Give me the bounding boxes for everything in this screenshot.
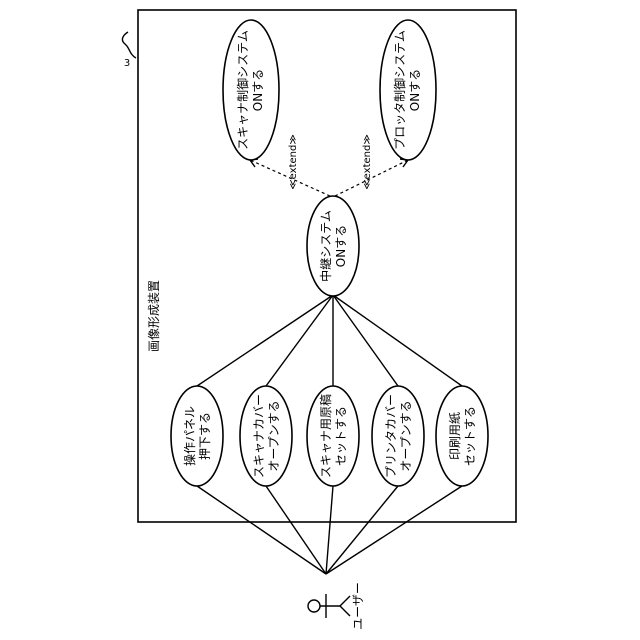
use-case-label-line1: 操作パネル: [182, 406, 197, 466]
use-case-ellipse: [436, 386, 488, 486]
use-case-scanner-control: スキャナ制御システム ONする: [223, 20, 279, 160]
use-case-label-line2: オープンする: [399, 400, 413, 471]
use-case-ellipse: [307, 196, 359, 296]
association-line: [197, 486, 326, 574]
reference-number: 3: [124, 58, 130, 69]
use-case-relay: 中継システム ONする: [307, 196, 359, 296]
association-line: [333, 295, 462, 386]
use-case-label-line2: ONする: [251, 69, 265, 111]
association-line: [266, 486, 326, 574]
extend-label-scanner: ≪extend≫: [288, 134, 299, 190]
actor-leg: [340, 606, 350, 616]
use-case-printer-cover: プリンタカバー オープンする: [372, 386, 424, 486]
use-case-label-line1: 印刷用紙: [447, 412, 462, 460]
association-line: [326, 486, 398, 574]
association-line: [266, 295, 333, 386]
actor-head-icon: [308, 600, 320, 612]
use-case-label-line1: プロッタ制御システム: [392, 30, 407, 150]
association-line: [326, 486, 333, 574]
use-case-label-line1: 中継システム: [318, 210, 333, 282]
association-line: [333, 295, 398, 386]
use-case-label-line2: セットする: [334, 406, 348, 466]
actor-leg: [340, 596, 350, 606]
use-case-document: スキャナ用原稿 セットする: [307, 386, 359, 486]
use-case-scanner-cover: スキャナカバー オープンする: [240, 386, 292, 486]
use-case-label-line1: スキャナ用原稿: [318, 394, 333, 478]
use-case-ellipse: [171, 386, 223, 486]
extend-label-plotter: ≪extend≫: [362, 134, 373, 190]
use-case-label-line2: ONする: [408, 69, 422, 111]
use-case-label-line2: 押下する: [198, 412, 212, 460]
reference-leader: [122, 32, 136, 58]
use-case-panel: 操作パネル 押下する: [171, 386, 223, 486]
use-case-label-line1: スキャナカバー: [252, 394, 266, 478]
relay-associations: [197, 295, 462, 386]
use-case-label-line2: セットする: [463, 406, 477, 466]
association-line: [326, 486, 462, 574]
use-case-paper: 印刷用紙 セットする: [436, 386, 488, 486]
use-case-label-line1: スキャナ制御システム: [235, 30, 250, 150]
actor-associations: [197, 486, 462, 574]
use-case-plotter-control: プロッタ制御システム ONする: [380, 20, 436, 160]
association-line: [197, 295, 333, 386]
use-case-ellipse: [307, 386, 359, 486]
use-case-label-line2: オープンする: [267, 400, 281, 471]
use-case-label-line1: プリンタカバー: [384, 394, 398, 478]
use-case-ellipse: [240, 386, 292, 486]
use-case-ellipse: [372, 386, 424, 486]
use-case-label-line2: ONする: [334, 225, 348, 267]
actor: ユーザー: [308, 582, 365, 630]
system-label: 画像形成装置: [147, 280, 161, 352]
actor-label: ユーザー: [351, 582, 365, 630]
